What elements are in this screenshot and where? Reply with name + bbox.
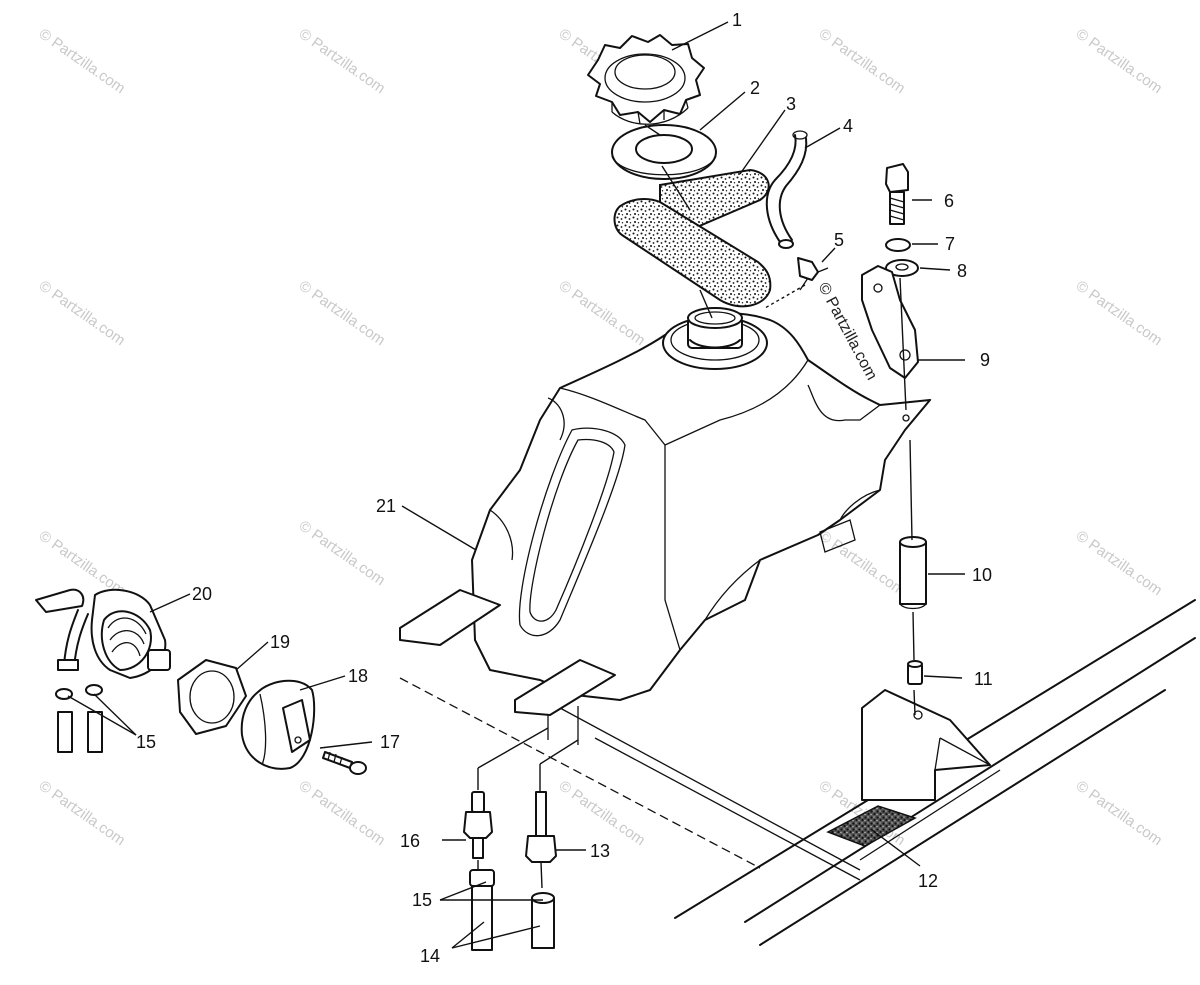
callout-17: 17 xyxy=(380,732,400,752)
part-12-pad xyxy=(826,805,917,847)
watermark-text: © Partzilla.com xyxy=(1073,527,1166,599)
watermark-text: © Partzilla.com xyxy=(36,527,129,599)
watermark-text: © Partzilla.com xyxy=(816,527,909,599)
callout-13: 13 xyxy=(590,841,610,861)
watermark-text: © Partzilla.com xyxy=(556,277,649,349)
part-5-vent-fitting xyxy=(764,257,829,309)
part-17-screw xyxy=(322,751,367,775)
part-4-vent-hose xyxy=(765,130,808,249)
part-21-fuel-tank xyxy=(399,307,932,716)
callout-9: 9 xyxy=(980,350,990,370)
part-20-fuel-filter xyxy=(35,588,171,679)
watermark-text: © Partzilla.com xyxy=(36,277,129,349)
callout-10: 10 xyxy=(972,565,992,585)
callout-6: 6 xyxy=(944,191,954,211)
part-8-flat-washer xyxy=(885,259,919,277)
part-6-bolt xyxy=(885,163,909,225)
watermark-text: © Partzilla.com xyxy=(36,25,129,97)
callout-11: 11 xyxy=(974,669,993,689)
part-9-mounting-bracket xyxy=(861,265,919,379)
part-19-nut xyxy=(177,659,247,735)
callout-18: 18 xyxy=(348,666,368,686)
callout-5: 5 xyxy=(834,230,844,250)
callout-21: 21 xyxy=(376,496,396,516)
callout-15-left: 15 xyxy=(136,732,156,752)
callout-leaders xyxy=(67,21,965,949)
watermark-text: © Partzilla.com xyxy=(296,277,389,349)
callout-2: 2 xyxy=(750,78,760,98)
watermark-text: © Partzilla.com xyxy=(1073,25,1166,97)
callout-20: 20 xyxy=(192,584,212,604)
part-2-gasket xyxy=(611,124,717,180)
watermark-text: © Partzilla.com xyxy=(296,25,389,97)
callout-1: 1 xyxy=(732,10,742,30)
tank-mount-bracket xyxy=(861,689,991,801)
part-18-filter-mount xyxy=(240,679,316,770)
part-14-fuel-lines xyxy=(55,684,555,951)
part-1-fuel-cap xyxy=(587,34,705,125)
callout-12: 12 xyxy=(918,871,938,891)
callout-labels: 1 2 3 4 5 6 7 8 9 10 11 12 13 14 15 15 1… xyxy=(136,10,993,966)
callout-16: 16 xyxy=(400,831,420,851)
callout-15-bottom: 15 xyxy=(412,890,432,910)
part-16-petcock xyxy=(463,791,493,859)
watermark-text: © Partzilla.com xyxy=(296,777,389,849)
watermark-text: © Partzilla.com xyxy=(296,517,389,589)
callout-7: 7 xyxy=(945,234,955,254)
part-11-bushing xyxy=(907,660,923,685)
part-7-lock-washer xyxy=(885,238,911,252)
callout-19: 19 xyxy=(270,632,290,652)
watermark-text: © Partzilla.com xyxy=(556,777,649,849)
callout-4: 4 xyxy=(843,116,853,136)
part-10-spacer xyxy=(899,536,927,610)
callout-3: 3 xyxy=(786,94,796,114)
callout-14: 14 xyxy=(420,946,440,966)
part-13-fitting xyxy=(525,791,557,863)
watermark-text: © Partzilla.com xyxy=(1073,777,1166,849)
watermark-text: © Partzilla.com xyxy=(1073,277,1166,349)
callout-8: 8 xyxy=(957,261,967,281)
watermark-text: © Partzilla.com xyxy=(36,777,129,849)
watermark-text: © Partzilla.com xyxy=(816,25,909,97)
part-3-foam-pad xyxy=(613,168,772,308)
